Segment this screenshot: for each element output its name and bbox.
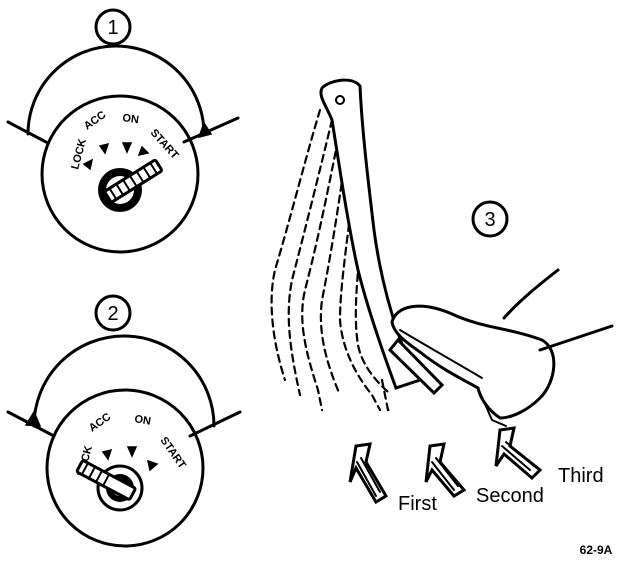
ignition-key-icon bbox=[75, 459, 144, 512]
step-1-badge bbox=[94, 8, 132, 46]
pedal-travel-ghost bbox=[270, 108, 394, 412]
arc-arrowhead-1 bbox=[197, 121, 213, 139]
first-press-label: First bbox=[398, 493, 437, 515]
ignition-switch-1 bbox=[40, 94, 200, 254]
ignition-switch-2 bbox=[45, 388, 205, 548]
shoe-back-line bbox=[538, 324, 614, 352]
shoe-heel bbox=[477, 387, 507, 427]
on-label-1: ON bbox=[122, 112, 140, 126]
start-label-1: START bbox=[148, 127, 181, 162]
rotation-arc-2 bbox=[32, 334, 216, 428]
ignition-key-icon bbox=[98, 158, 163, 212]
step-2-group: 2 LOCK ACC ON START bbox=[6, 294, 242, 548]
arc-tick-right-2 bbox=[188, 410, 242, 438]
arc-tick-left-1 bbox=[6, 120, 48, 144]
on-label-2: ON bbox=[133, 413, 151, 428]
brake-pedal-pad bbox=[387, 337, 445, 396]
step-1-number: 1 bbox=[107, 17, 118, 39]
acc-marker-1 bbox=[98, 142, 110, 155]
arc-arrowhead-2 bbox=[24, 410, 42, 427]
press-arrow-icon bbox=[494, 426, 543, 481]
press-arrow-icon bbox=[424, 442, 467, 498]
shoe-sole-edge bbox=[399, 329, 483, 379]
step-3-group: 3 bbox=[270, 78, 614, 515]
figure-code: 62-9A bbox=[580, 543, 613, 557]
start-label-2: START bbox=[158, 435, 189, 471]
second-press-label: Second bbox=[476, 485, 544, 507]
press-arrow-icon bbox=[348, 442, 389, 505]
acc-label-2: ACC bbox=[87, 411, 113, 435]
acc-marker-2 bbox=[101, 448, 113, 461]
step-3-badge bbox=[471, 200, 509, 238]
arc-tick-right-1 bbox=[182, 116, 240, 144]
acc-label-1: ACC bbox=[82, 109, 108, 133]
shoe-icon bbox=[390, 268, 614, 427]
on-marker-2 bbox=[126, 446, 138, 458]
start-marker-1 bbox=[137, 145, 150, 157]
shoe-upper-line bbox=[502, 268, 560, 320]
step-2-number: 2 bbox=[107, 303, 118, 325]
third-press-label: Third bbox=[558, 465, 604, 487]
lock-marker-1 bbox=[82, 158, 94, 171]
on-marker-1 bbox=[121, 142, 133, 154]
arrow-first bbox=[348, 442, 389, 505]
step-3-number: 3 bbox=[484, 209, 495, 231]
step-1-group: 1 LOCK ACC ON START bbox=[6, 8, 240, 254]
pedal-pivot-hole bbox=[335, 95, 345, 105]
start-marker-2 bbox=[146, 459, 159, 472]
shoe-sole bbox=[390, 304, 556, 420]
rotation-arc-1 bbox=[26, 44, 206, 136]
step-2-badge bbox=[94, 294, 132, 332]
